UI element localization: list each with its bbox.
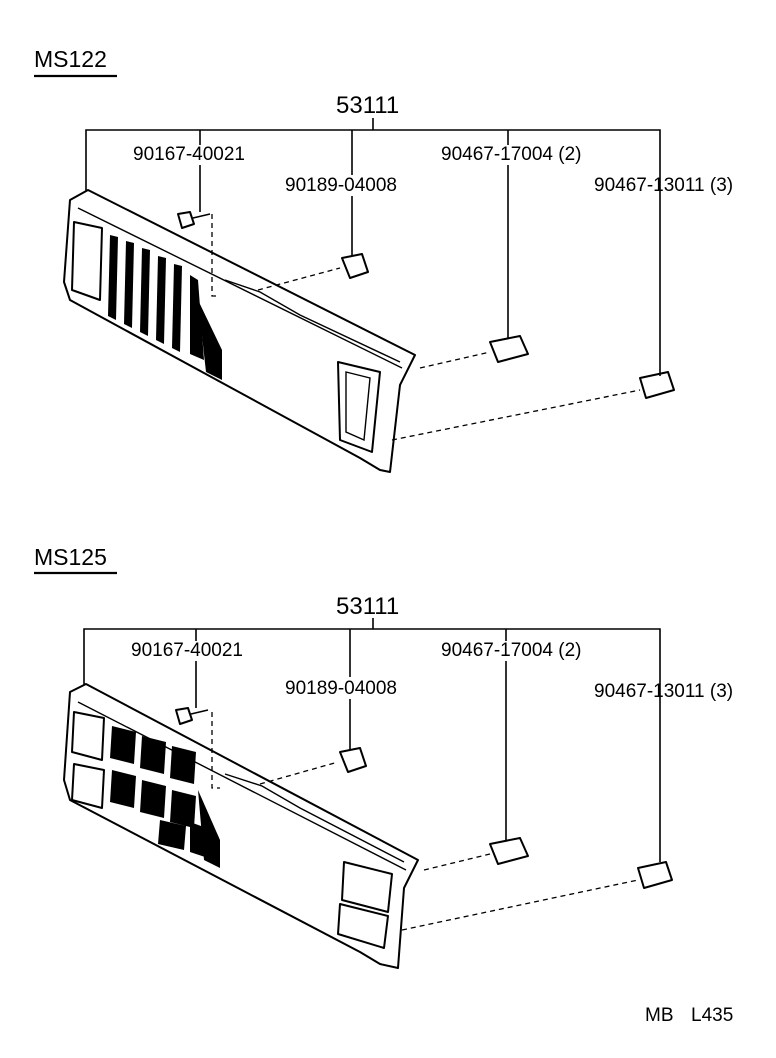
headlamp-opening-upper	[71, 711, 105, 761]
grille-edge	[77, 701, 407, 871]
part-label-screw: 90167-40021	[131, 640, 243, 661]
grille-shadow	[198, 300, 222, 380]
retainer-13011-install-path	[401, 879, 639, 931]
grille-slats	[108, 235, 204, 360]
retainer-13011-install-path	[391, 389, 641, 441]
side-lamp-opening-upper	[341, 861, 393, 913]
grille-ridge	[224, 773, 405, 863]
headlamp-opening	[71, 221, 103, 301]
retainer-17004-install-path	[423, 853, 491, 871]
clip-icon	[341, 253, 369, 279]
grille-cells	[110, 726, 214, 860]
part-label-retainer-a: 90467-17004 (2)	[441, 640, 582, 661]
grille-edge	[77, 207, 403, 369]
retainer-13011-icon	[639, 371, 675, 399]
clip-icon	[339, 747, 367, 773]
headlamp-opening-lower	[71, 763, 105, 809]
side-lamp-inner	[345, 371, 371, 442]
screw-install-path	[211, 712, 220, 789]
retainer-17004-icon	[489, 837, 529, 865]
side-lamp-opening-lower	[337, 903, 389, 949]
clip-install-path	[259, 761, 339, 785]
part-label-retainer-a: 90467-17004 (2)	[441, 144, 582, 165]
model-label: MS122	[34, 46, 107, 72]
section-ms122: MS122 53111 90167-40021 90189-04008 9046…	[34, 46, 733, 473]
screw-shank	[190, 709, 209, 715]
radiator-grille	[63, 189, 416, 473]
retainer-17004-icon	[489, 335, 529, 363]
screw-install-path	[211, 214, 220, 297]
footer-code-a: MB	[645, 1005, 674, 1026]
section-ms125: MS125 53111 90167-40021 90189-04008 9046…	[34, 544, 733, 969]
part-label-screw: 90167-40021	[133, 144, 245, 165]
screw-shank	[192, 213, 211, 219]
grille-ridge	[224, 279, 401, 363]
part-label-retainer-b: 90467-13011 (3)	[594, 175, 733, 196]
retainer-17004-install-path	[419, 351, 491, 369]
clip-install-path	[257, 267, 341, 291]
model-label: MS125	[34, 544, 107, 570]
part-label-clip: 90189-04008	[285, 175, 397, 196]
assembly-bracket	[83, 628, 661, 862]
assembly-number: 53111	[336, 92, 399, 119]
footer-code-b: L435	[691, 1005, 733, 1026]
retainer-13011-icon	[637, 861, 673, 889]
part-label-clip: 90189-04008	[285, 678, 397, 699]
part-label-retainer-b: 90467-13011 (3)	[594, 681, 733, 702]
screw-icon	[177, 211, 195, 229]
grille-shadow	[198, 790, 220, 868]
screw-icon	[175, 707, 193, 725]
assembly-number: 53111	[336, 593, 399, 620]
